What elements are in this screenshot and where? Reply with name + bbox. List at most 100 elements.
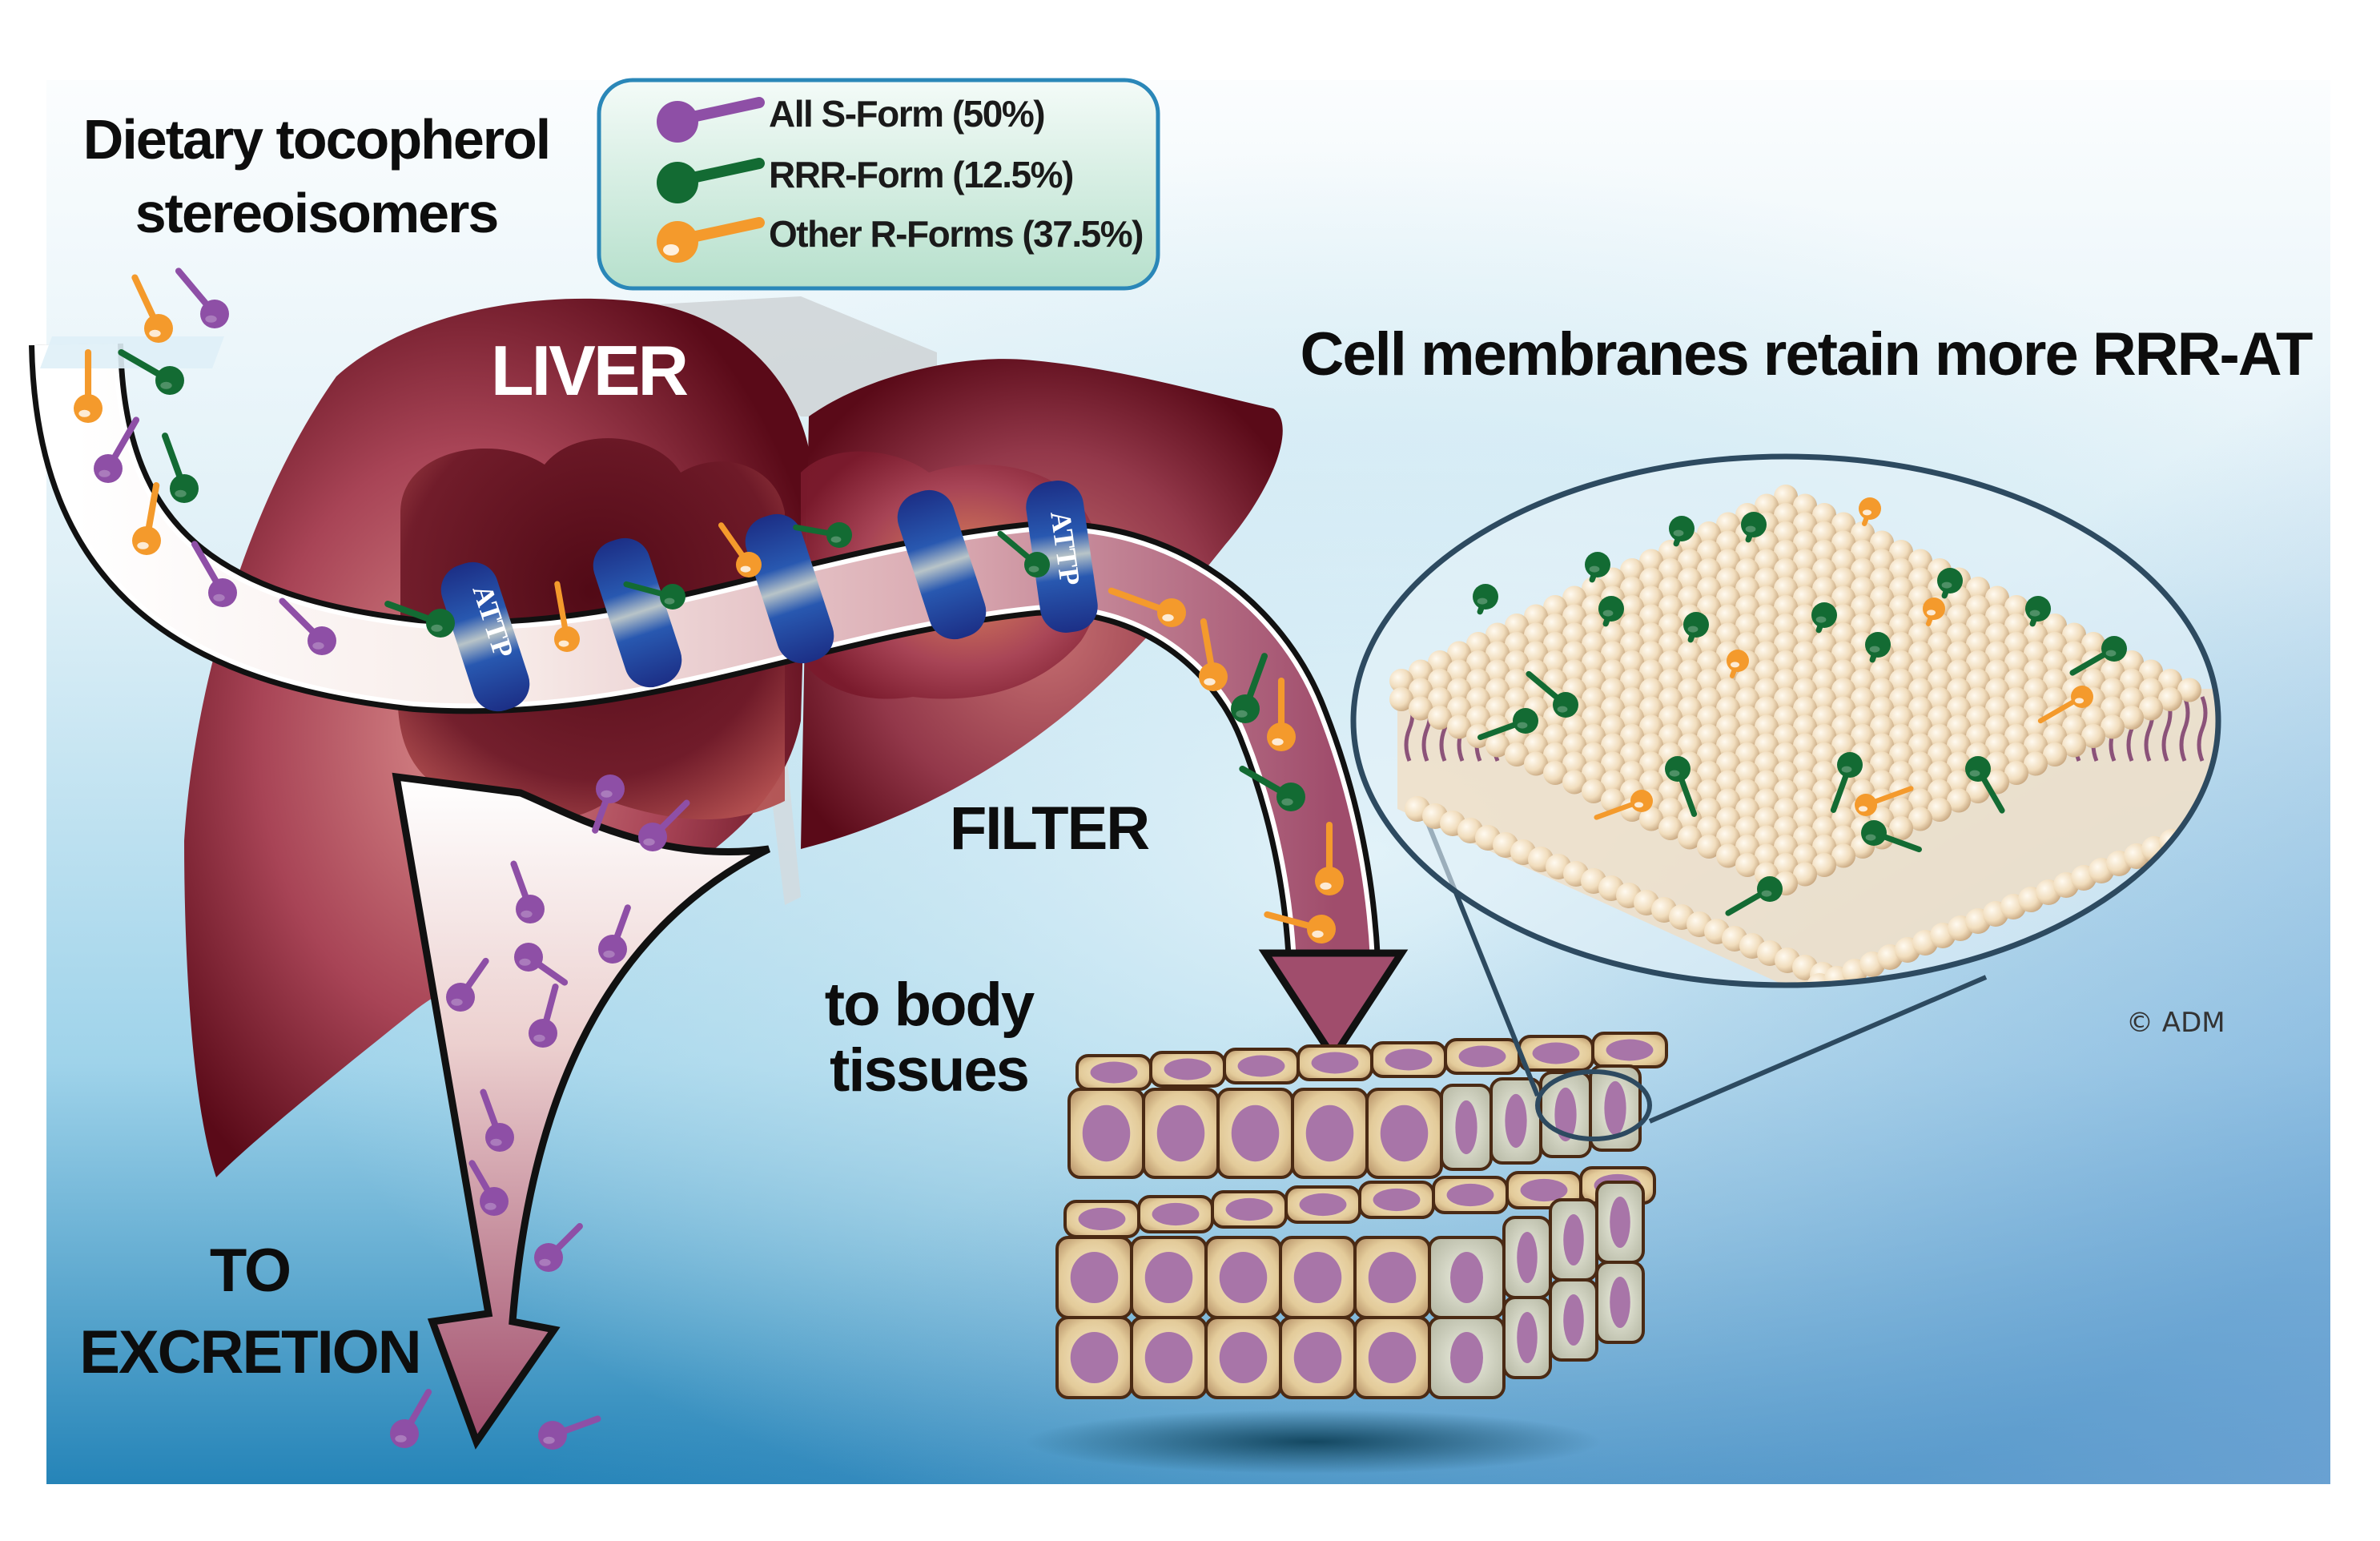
title-line-1: Dietary tocopherol — [83, 108, 549, 171]
other-r-form-molecule — [2037, 686, 2093, 724]
s-form-molecule — [446, 957, 489, 1012]
other-r-form-molecule — [1594, 790, 1653, 820]
tissue-cell — [1284, 1185, 1361, 1224]
other-r-form-molecule — [1923, 597, 1945, 626]
attp-band — [1026, 481, 1098, 633]
s-form-molecule — [468, 1160, 509, 1216]
legend-label-s-form: All S-Form (50%) — [769, 93, 1044, 135]
title-line-2: stereoisomers — [135, 182, 498, 244]
rrr-form-molecule — [1937, 568, 1963, 599]
tissue-cell — [1502, 1216, 1552, 1299]
legend: All S-Form (50%) RRR-Form (12.5%) Other … — [597, 78, 1160, 291]
tissue-cell — [1075, 1054, 1152, 1091]
rrr-form-molecule — [997, 530, 1050, 577]
tissue-cell — [1428, 1236, 1506, 1319]
other-r-form-molecule — [1264, 911, 1336, 944]
rrr-form-molecule — [1965, 756, 2005, 814]
tissue-cell — [1428, 1316, 1506, 1399]
s-form-molecule — [598, 904, 631, 964]
tissue-cell — [1358, 1181, 1435, 1219]
tissue-cell — [1518, 1035, 1594, 1072]
rrr-form-molecule — [2069, 636, 2127, 676]
rrr-form-molecule — [1861, 820, 1922, 853]
tissue-cell — [1353, 1236, 1431, 1319]
attp-band — [745, 513, 834, 664]
rrr-form-molecule — [1741, 512, 1767, 543]
legend-item-other-r-forms: Other R-Forms (37.5%) — [657, 213, 1144, 263]
title: Dietary tocopherol stereoisomers — [83, 108, 551, 244]
tissue-cell — [1204, 1316, 1282, 1399]
tissue-cell — [1549, 1198, 1598, 1281]
other-r-form-molecule — [718, 522, 762, 577]
rrr-form-molecule — [1683, 612, 1709, 643]
s-form-molecule — [514, 943, 569, 986]
to-body-label-line-1: to body — [825, 971, 1035, 1039]
rrr-form-molecule — [1598, 596, 1624, 627]
other-r-form-molecule — [74, 348, 103, 423]
tissue-cell — [1204, 1236, 1282, 1319]
tissue-cell — [1589, 1064, 1642, 1152]
liver-label: LIVER — [491, 331, 688, 410]
rrr-form-molecule — [118, 348, 184, 395]
other-r-form-molecule — [1859, 497, 1881, 526]
attp-helix: ATTP ATTP — [440, 481, 1098, 712]
rrr-form-molecule — [2025, 596, 2051, 627]
tissue-cell — [1591, 1032, 1668, 1068]
other-r-form-molecule — [1727, 650, 1749, 678]
legend-label-rrr-form: RRR-Form (12.5%) — [769, 154, 1073, 195]
tissue-cell — [1142, 1088, 1220, 1179]
tissue-cell — [1055, 1316, 1133, 1399]
tissue-cell — [1297, 1044, 1373, 1081]
zoom-source-circle — [1535, 1069, 1652, 1141]
s-form-molecule — [592, 775, 625, 834]
rrr-form-molecule — [1473, 584, 1498, 615]
other-r-form-molecule — [132, 482, 161, 555]
body-tissue-block — [1025, 1032, 1668, 1474]
membrane-lens — [1350, 453, 2221, 988]
tissue-cell — [1216, 1088, 1294, 1179]
s-form-molecule — [279, 597, 336, 655]
tocopherol-molecules — [74, 268, 1344, 1450]
other-r-form-molecule-icon — [657, 217, 765, 263]
tissue-cell — [1549, 1278, 1598, 1362]
tissue-cell — [1063, 1200, 1140, 1238]
rrr-form-molecule — [793, 522, 852, 548]
s-form-molecule — [638, 799, 690, 851]
rrr-form-molecule — [162, 433, 199, 503]
tissue-cell — [1211, 1190, 1288, 1229]
tissue-cell — [1055, 1236, 1133, 1319]
legend-item-rrr-form: RRR-Form (12.5%) — [657, 154, 1075, 203]
to-body-label-line-2: tissues — [830, 1036, 1028, 1104]
tissue-cell — [1595, 1181, 1645, 1264]
s-form-molecule — [529, 983, 559, 1048]
tissue-cell — [1432, 1176, 1509, 1214]
rrr-form-molecule — [1669, 516, 1695, 547]
tissue-cell — [1279, 1316, 1357, 1399]
rrr-form-molecule — [1239, 765, 1305, 811]
s-form-molecule — [390, 1388, 432, 1448]
s-form-molecule — [538, 1415, 601, 1450]
tissue-cell — [1502, 1296, 1552, 1379]
bilayer-upper-heads — [1389, 485, 2201, 895]
rrr-form-molecule — [623, 581, 685, 610]
rrr-form-molecule — [1477, 708, 1538, 741]
tissue-cell — [1595, 1261, 1645, 1344]
tissue-cell — [1223, 1048, 1300, 1084]
membrane-embedded-molecules — [1473, 497, 2127, 916]
rrr-form-molecule — [1231, 653, 1268, 723]
s-form-molecule — [534, 1223, 583, 1272]
other-r-form-molecule — [1108, 587, 1186, 627]
s-form-molecule — [480, 1088, 514, 1152]
membrane-heading: Cell membranes retain more RRR-AT — [1301, 320, 2314, 388]
s-form-molecule — [510, 860, 545, 923]
other-r-form-molecule — [131, 274, 173, 343]
rrr-form-molecule — [384, 601, 455, 638]
legend-item-s-form: All S-Form (50%) — [657, 93, 1046, 143]
excretion-arrow — [392, 772, 771, 1450]
tissue-cell — [1444, 1038, 1521, 1075]
liver: LIVER — [184, 296, 1283, 1177]
tissue-cell — [1130, 1236, 1208, 1319]
tissue-arrowhead — [1258, 949, 1409, 1064]
rrr-form-molecule-icon — [657, 158, 765, 203]
